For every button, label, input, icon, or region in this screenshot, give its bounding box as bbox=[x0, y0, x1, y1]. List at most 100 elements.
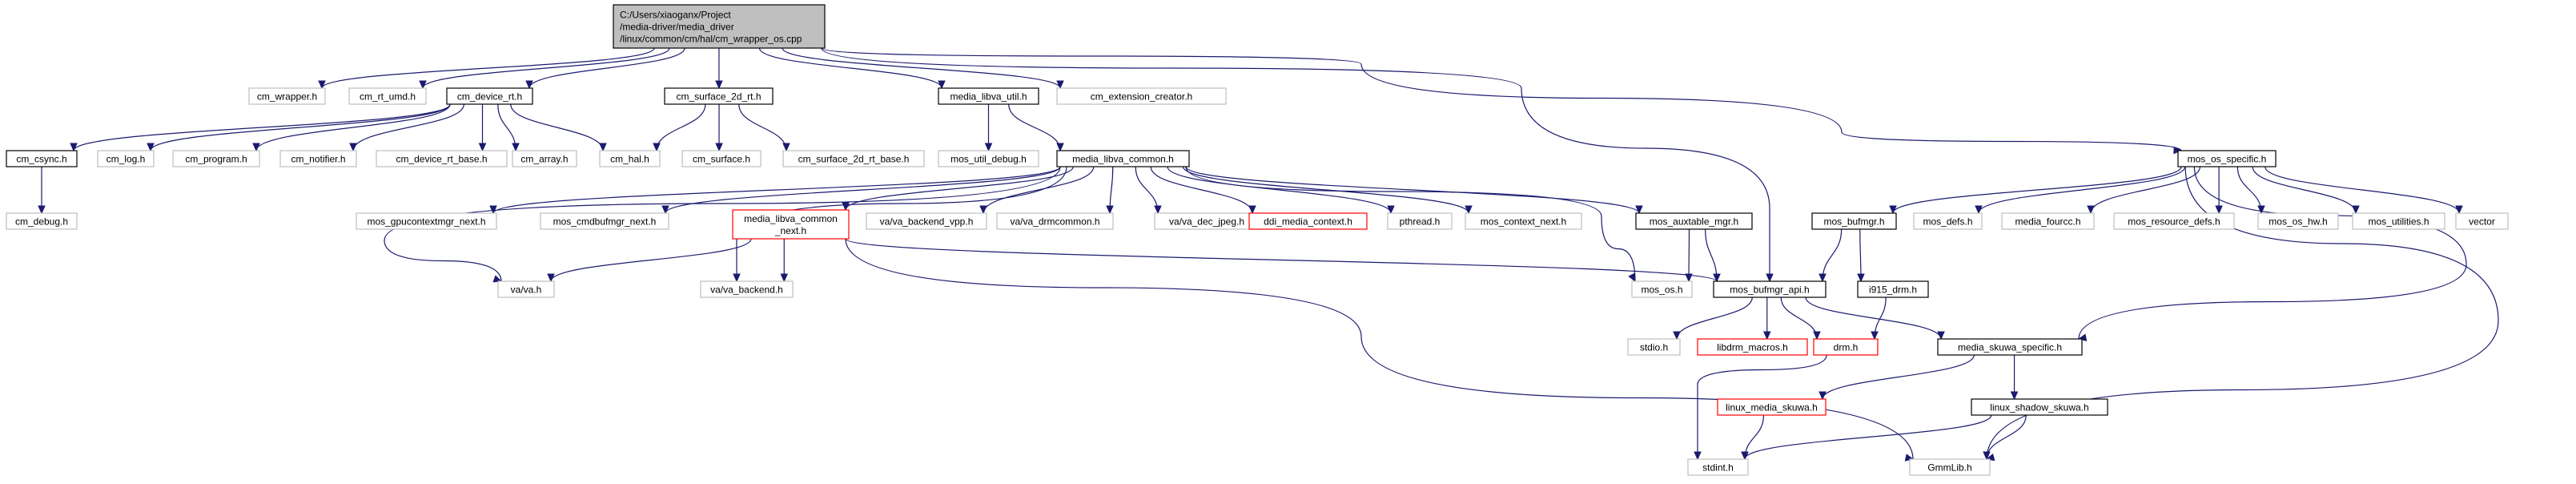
arrowhead-media_libva_util-to-mos_util_debug bbox=[984, 143, 993, 152]
node-mos-bufmgr-api[interactable]: mos_bufmgr_api.h bbox=[1713, 280, 1827, 298]
arrowhead-linux_shadow_skuwa-to-stdint bbox=[1741, 451, 1749, 461]
arrowhead-cm_surface_2d_rt-to-cm_surface bbox=[715, 143, 723, 152]
node-va-drmcommon: va/va_drmcommon.h bbox=[996, 212, 1114, 230]
node-label: cm_csync.h bbox=[16, 154, 66, 165]
node-box bbox=[1717, 398, 1827, 416]
arrowhead-root-to-mos_os_specific bbox=[2173, 146, 2183, 155]
arrowhead-mos_os_specific-to-mos_defs bbox=[1975, 205, 1983, 215]
node-box bbox=[512, 150, 577, 167]
edge-root-to-media_libva_util bbox=[758, 47, 942, 89]
node-box bbox=[1056, 87, 1227, 105]
node-mos-auxtable-mgr[interactable]: mos_auxtable_mgr.h bbox=[1635, 212, 1753, 230]
node-vector: vector bbox=[2455, 212, 2509, 230]
node-label: media_libva_util.h bbox=[950, 91, 1027, 103]
node-box bbox=[1909, 458, 1991, 476]
node-box bbox=[1813, 338, 1879, 356]
node-drm[interactable]: drm.h bbox=[1813, 338, 1879, 356]
node-label: mos_cmdbufmgr_next.h bbox=[553, 216, 657, 228]
node-label: mos_context_next.h bbox=[1481, 216, 1566, 228]
node-label: mos_os.h bbox=[1641, 284, 1682, 296]
node-label: cm_device_rt_base.h bbox=[396, 154, 487, 165]
node-mos-context-next: mos_context_next.h bbox=[1465, 212, 1582, 230]
arrowhead-mos_os_specific-to-mos_utilities bbox=[2352, 205, 2360, 215]
edge-mos_bufmgr_api-to-drm bbox=[1780, 296, 1818, 340]
arrowhead-mos_bufmgr-to-i915_drm bbox=[1857, 273, 1865, 283]
edge-cm_surface_2d_rt-to-cm_surface_2d_rt_base bbox=[738, 103, 787, 151]
node-label: GmmLib.h bbox=[1927, 462, 1971, 474]
node-media-libva-common[interactable]: media_libva_common.h bbox=[1056, 150, 1190, 167]
node-label: cm_hal.h bbox=[610, 154, 649, 165]
node-media-libva-common-next[interactable]: media_libva_common_next.h bbox=[732, 209, 850, 240]
node-label: mos_os_hw.h bbox=[2269, 216, 2327, 228]
arrowhead-mos_auxtable_mgr-to-mos_bufmgr_api bbox=[1713, 273, 1721, 283]
node-linux-media-skuwa[interactable]: linux_media_skuwa.h bbox=[1717, 398, 1827, 416]
node-box bbox=[1387, 212, 1453, 230]
node-libdrm-macros[interactable]: libdrm_macros.h bbox=[1697, 338, 1808, 356]
node-mos-util-debug: mos_util_debug.h bbox=[938, 150, 1039, 167]
node-box bbox=[866, 212, 987, 230]
node-cm-rt-umd: cm_rt_umd.h bbox=[348, 87, 427, 105]
node-label: media_fourcc.h bbox=[2015, 216, 2080, 228]
arrowhead-cm_csync-to-cm_debug bbox=[38, 205, 46, 215]
node-cm-extension-creator: cm_extension_creator.h bbox=[1056, 87, 1227, 105]
node-i915-drm[interactable]: i915_drm.h bbox=[1857, 280, 1929, 298]
node-va-backend-vpp: va/va_backend_vpp.h bbox=[866, 212, 987, 230]
node-mos-bufmgr[interactable]: mos_bufmgr.h bbox=[1811, 212, 1897, 230]
edge-mos_os_specific-to-media_fourcc bbox=[2090, 166, 2201, 214]
node-mos-os-specific[interactable]: mos_os_specific.h bbox=[2177, 150, 2277, 167]
node-label: mos_gpucontextmgr_next.h bbox=[367, 216, 485, 228]
node-root[interactable]: C:/Users/xiaoganx/Project/media-driver/m… bbox=[613, 4, 826, 49]
node-box bbox=[6, 150, 78, 167]
node-box bbox=[348, 87, 427, 105]
node-va-va: va/va.h bbox=[497, 280, 555, 298]
node-cm-wrapper: cm_wrapper.h bbox=[248, 87, 326, 105]
node-media-skuwa-specific[interactable]: media_skuwa_specific.h bbox=[1937, 338, 2083, 356]
node-linux-shadow-skuwa[interactable]: linux_shadow_skuwa.h bbox=[1971, 398, 2108, 416]
node-cm-log: cm_log.h bbox=[97, 150, 155, 167]
edge-media_libva_common-to-media_libva_common_next bbox=[845, 166, 1074, 211]
node-label: libdrm_macros.h bbox=[1717, 342, 1788, 353]
node-box bbox=[2352, 212, 2445, 230]
edge-mos_bufmgr_api-to-stdio bbox=[1676, 296, 1753, 340]
node-cm-surface-2d-rt[interactable]: cm_surface_2d_rt.h bbox=[664, 87, 774, 105]
node-ddi-media-context[interactable]: ddi_media_context.h bbox=[1248, 212, 1368, 230]
node-box bbox=[356, 212, 497, 230]
node-mos-defs: mos_defs.h bbox=[1913, 212, 1983, 230]
node-box bbox=[6, 212, 78, 230]
node-box bbox=[1857, 280, 1929, 298]
node-cm-device-rt[interactable]: cm_device_rt.h bbox=[446, 87, 533, 105]
arrowhead-cm_device_rt-to-cm_notifier bbox=[349, 143, 357, 152]
edge-linux_shadow_skuwa-to-stdint bbox=[1744, 414, 1992, 460]
node-box bbox=[1687, 458, 1749, 476]
node-box bbox=[2001, 212, 2095, 230]
edge-root-to-mos_os_specific bbox=[821, 47, 2182, 151]
node-box bbox=[2455, 212, 2509, 230]
arrowhead-media_libva_common-to-ddi_media_context bbox=[1248, 205, 1256, 215]
node-label: cm_program.h bbox=[185, 154, 247, 165]
node-label: i915_drm.h bbox=[1869, 284, 1917, 296]
arrowhead-root-to-mos_bufmgr_api bbox=[1766, 273, 1774, 283]
edge-media_libva_common_next-to-va_va bbox=[550, 238, 752, 282]
node-box bbox=[540, 212, 669, 230]
edge-mos_auxtable_mgr-to-mos_bufmgr_api bbox=[1705, 228, 1718, 282]
node-gmmlib: GmmLib.h bbox=[1909, 458, 1991, 476]
node-label: cm_array.h bbox=[520, 154, 568, 165]
node-label: mos_bufmgr_api.h bbox=[1730, 284, 1809, 296]
arrowhead-media_libva_common-to-pthread bbox=[1387, 205, 1395, 215]
edge-media_libva_common-to-pthread bbox=[1167, 166, 1392, 214]
edge-media_libva_common-to-mos_os bbox=[1185, 166, 1636, 282]
node-cm-hal: cm_hal.h bbox=[599, 150, 661, 167]
node-cm-csync[interactable]: cm_csync.h bbox=[6, 150, 78, 167]
node-box bbox=[2113, 212, 2235, 230]
node-box bbox=[1248, 212, 1368, 230]
arrowhead-mos_bufmgr_api-to-libdrm_macros bbox=[1763, 331, 1771, 341]
node-media-libva-util[interactable]: media_libva_util.h bbox=[938, 87, 1039, 105]
node-va-dec-jpeg: va/va_dec_jpeg.h bbox=[1154, 212, 1260, 230]
edge-mos_bufmgr_api-to-media_skuwa_specific bbox=[1805, 296, 1942, 340]
arrowhead-media_libva_common_next-to-va_backend bbox=[780, 273, 789, 283]
arrowhead-media_libva_common-to-va_dec_jpeg bbox=[1154, 205, 1162, 215]
node-mos-os-hw: mos_os_hw.h bbox=[2257, 212, 2339, 230]
node-cm-device-rt-base: cm_device_rt_base.h bbox=[376, 150, 508, 167]
node-mos-gpucontextmgr-next: mos_gpucontextmgr_next.h bbox=[356, 212, 497, 230]
arrowhead-mos_os_specific-to-vector bbox=[2455, 205, 2463, 215]
